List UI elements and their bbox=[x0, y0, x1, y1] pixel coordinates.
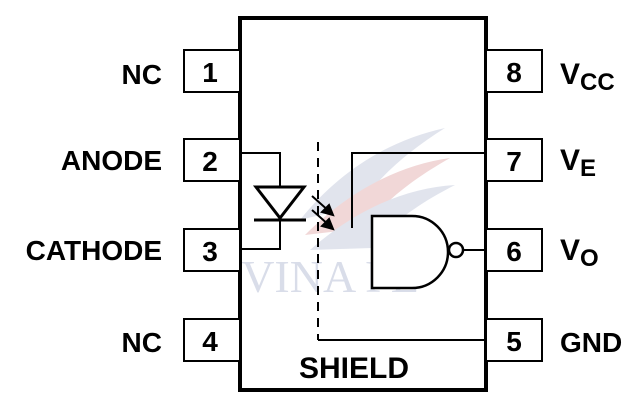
pin-1-label: NC bbox=[122, 59, 162, 90]
pin-7-label-main: V bbox=[560, 144, 580, 177]
pin-6-label-sub: O bbox=[580, 245, 599, 272]
ic-package-body bbox=[238, 16, 488, 392]
pin-6-label-main: V bbox=[560, 234, 580, 267]
pin-7-label-sub: E bbox=[580, 155, 596, 182]
pin-6-label: VO bbox=[560, 234, 599, 272]
ve-wire bbox=[351, 152, 486, 228]
shield-label: SHIELD bbox=[299, 352, 409, 385]
light-arrows-icon bbox=[311, 195, 335, 231]
led-emitter bbox=[240, 152, 308, 250]
pin-2-box bbox=[183, 138, 241, 182]
pin-2-label: ANODE bbox=[61, 145, 162, 176]
pin-4-label: NC bbox=[122, 327, 162, 358]
pin-8-label: VCC bbox=[560, 58, 615, 96]
pin-2-number: 2 bbox=[202, 146, 218, 177]
pin-3-box bbox=[183, 228, 241, 272]
pin-3-label: CATHODE bbox=[26, 235, 162, 266]
pin-3-number: 3 bbox=[202, 236, 218, 267]
pin-8-number: 8 bbox=[506, 57, 522, 88]
pin-7-box bbox=[485, 138, 543, 182]
pin-7-label: VE bbox=[560, 144, 596, 182]
pin-6-number: 6 bbox=[506, 236, 522, 267]
pin-8-box bbox=[485, 49, 543, 93]
pin-4-number: 4 bbox=[202, 326, 218, 357]
pin-1-box bbox=[183, 49, 241, 93]
pin-5-number: 5 bbox=[506, 326, 522, 357]
pin-5-label: GND bbox=[560, 327, 622, 358]
pin-8-label-main: V bbox=[560, 58, 580, 91]
pin-8-label-sub: CC bbox=[580, 69, 615, 96]
nand-gate-output bbox=[370, 214, 465, 290]
pin-7-number: 7 bbox=[506, 146, 522, 177]
pin-4-box bbox=[183, 318, 241, 362]
pin-1-number: 1 bbox=[202, 57, 218, 88]
